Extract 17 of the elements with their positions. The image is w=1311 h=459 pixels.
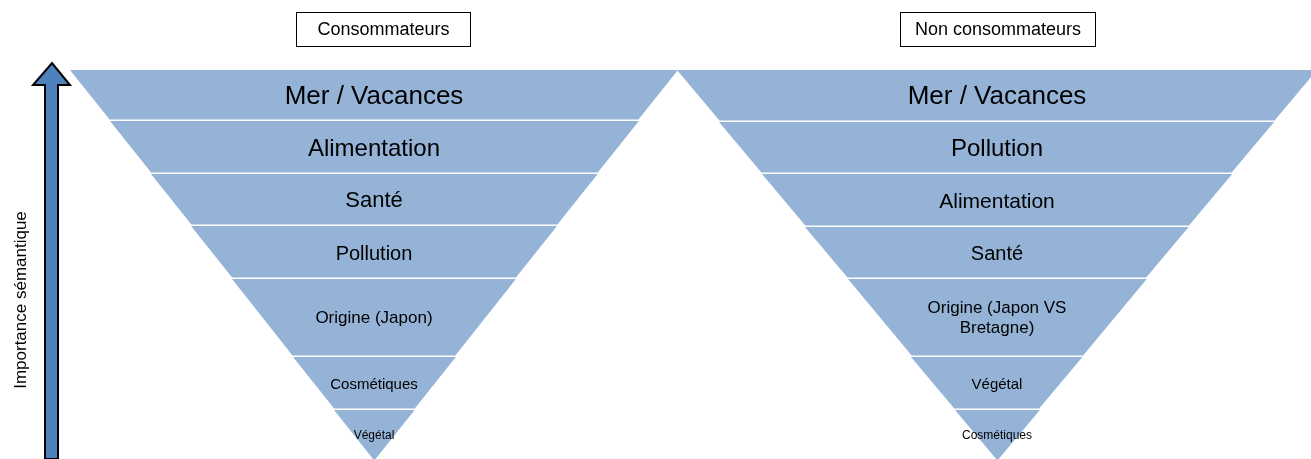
segment-label: Alimentation (307, 133, 440, 162)
segment-label: Mer / Vacances (907, 81, 1087, 111)
segment-label: Cosmétiques (960, 429, 1033, 443)
segment-label: Mer / Vacances (284, 80, 464, 111)
segment-label: Pollution (950, 134, 1043, 162)
segment-label: Pollution (335, 241, 413, 264)
title-box: Consommateurs (296, 12, 471, 47)
segment-label: Cosmétiques (330, 374, 418, 393)
segment-label: Santé (970, 241, 1024, 265)
segment-label: Santé (345, 187, 403, 213)
segment-label: Végétal (971, 374, 1023, 393)
segment-label: Alimentation (939, 188, 1055, 213)
segment-label: Origine (Japon VS Bretagne) (926, 298, 1068, 338)
title-box: Non consommateurs (900, 12, 1096, 47)
segment-label: Végétal (353, 429, 395, 443)
segment-label: Origine (Japon) (315, 308, 433, 328)
axis-label: Importance sémantique (11, 211, 31, 389)
